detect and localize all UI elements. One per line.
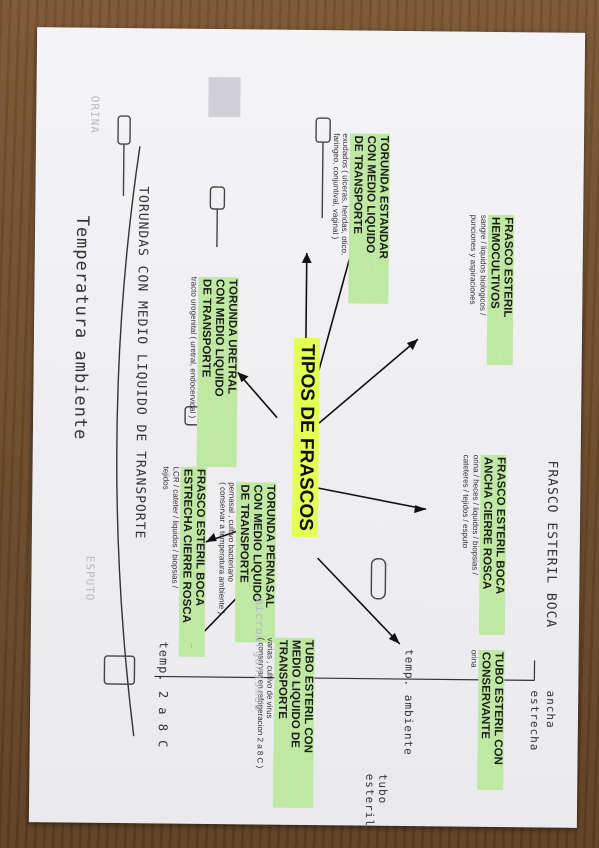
node-heading-line: FRASCO ESTERIL: [499, 214, 515, 365]
faded-text: ORINA: [88, 95, 102, 134]
node-note: orina / heces / liquidos / biopsias /: [470, 454, 481, 575]
main-title: TIPOS DE FRASCOS: [291, 337, 320, 537]
node-note: punciones y aspiraciones: [468, 214, 479, 305]
node-note: cateteres / tejidos / esputo: [461, 454, 472, 548]
handwritten-temp-frio: temp. 2 a 8 C: [155, 640, 171, 749]
node-boca-ancha: FRASCO ESTERIL BOCA ANCHA CIERRE ROSCA o…: [460, 454, 507, 635]
node-heading-line: TORUNDA URETRAL: [223, 276, 239, 467]
node-heading-line: TUBO ESTERIL CON: [490, 649, 505, 790]
node-note: orina: [469, 649, 479, 668]
handwritten-estrecha: estrecha: [527, 689, 542, 751]
node-heading-line: CONSERVANTE: [476, 649, 492, 790]
handwritten-tubo-esteril: tubo esteril: [363, 773, 390, 827]
node-note: pernasal , cultivo bacteriano: [226, 481, 237, 582]
node-heading-line: TUBO ESTERIL CON: [299, 637, 315, 808]
node-heading-line: DE TRANSPORTE: [196, 276, 213, 467]
node-heading-line: CON MEDIO LIQUIDO: [361, 133, 377, 304]
node-tubo-conservante: TUBO ESTERIL CON CONSERVANTE orina: [468, 649, 505, 790]
handwritten-ancha: ancha: [543, 689, 558, 729]
node-heading-line: CON MEDIO LIQUIDO: [210, 276, 226, 467]
handwritten-temperatura: Temperatura ambiente: [69, 215, 93, 440]
node-heading-line: TRANSPORTE: [273, 637, 289, 808]
handwritten-torundas: TORUNDAS CON MEDIO LIQUIDO DE TRANSPORTE: [131, 185, 151, 539]
node-torunda-uretral: TORUNDA URETRAL CON MEDIO LIQUIDO DE TRA…: [188, 276, 239, 467]
node-note: ( conservar a temperatura ambiente ): [217, 481, 228, 614]
handwritten-frasco-boca: FRASCO ESTERIL BOCA: [542, 459, 560, 628]
node-heading-line: DE TRANSPORTE: [235, 481, 250, 642]
node-note: sangre / liquidos biologicos /: [477, 214, 488, 315]
faded-text: microorganismos: [252, 596, 267, 712]
node-heading-line: HEMOCULTIVOS: [486, 214, 502, 365]
node-note: exudados ( ulceras, heridas, otico,: [340, 132, 351, 255]
node-heading-line: TORUNDA ESTANDAR: [375, 133, 391, 304]
node-hemocultivos: FRASCO ESTERIL HEMOCULTIVOS sangre / liq…: [468, 214, 515, 365]
node-note: varias , cultivo de virus: [265, 637, 276, 719]
node-torunda-pernasal: TORUNDA PERNASAL CON MEDIO LIQUIDO DE TR…: [217, 482, 277, 643]
paper-sheet: TIPOS DE FRASCOS FRASCO ESTERIL HEMOCULT…: [28, 27, 586, 828]
faded-text: ESPUTO: [83, 555, 97, 602]
node-heading-line: ANCHA CIERRE ROSCA: [478, 454, 494, 635]
node-heading-line: DE TRANSPORTE: [348, 132, 364, 304]
node-heading-line: FRASCO ESTERIL BOCA: [491, 454, 507, 635]
concept-map: TIPOS DE FRASCOS FRASCO ESTERIL HEMOCULT…: [43, 35, 571, 827]
node-boca-estrecha: FRASCO ESTERIL BOCA ESTRECHA CIERRE ROSC…: [160, 466, 207, 657]
node-heading-line: ESTRECHA CIERRE ROSCA: [178, 466, 194, 657]
node-heading-line: FRASCO ESTERIL BOCA: [191, 466, 207, 657]
node-heading-line: MEDIO LIQUIDO DE: [286, 637, 302, 808]
node-torunda-estandar: TORUNDA ESTANDAR CON MEDIO LIQUIDO DE TR…: [330, 132, 391, 304]
handwritten-temp-ambiente: temp. ambiente: [401, 648, 416, 756]
node-note: faringeo, conjuntival, vaginal ): [331, 132, 342, 239]
